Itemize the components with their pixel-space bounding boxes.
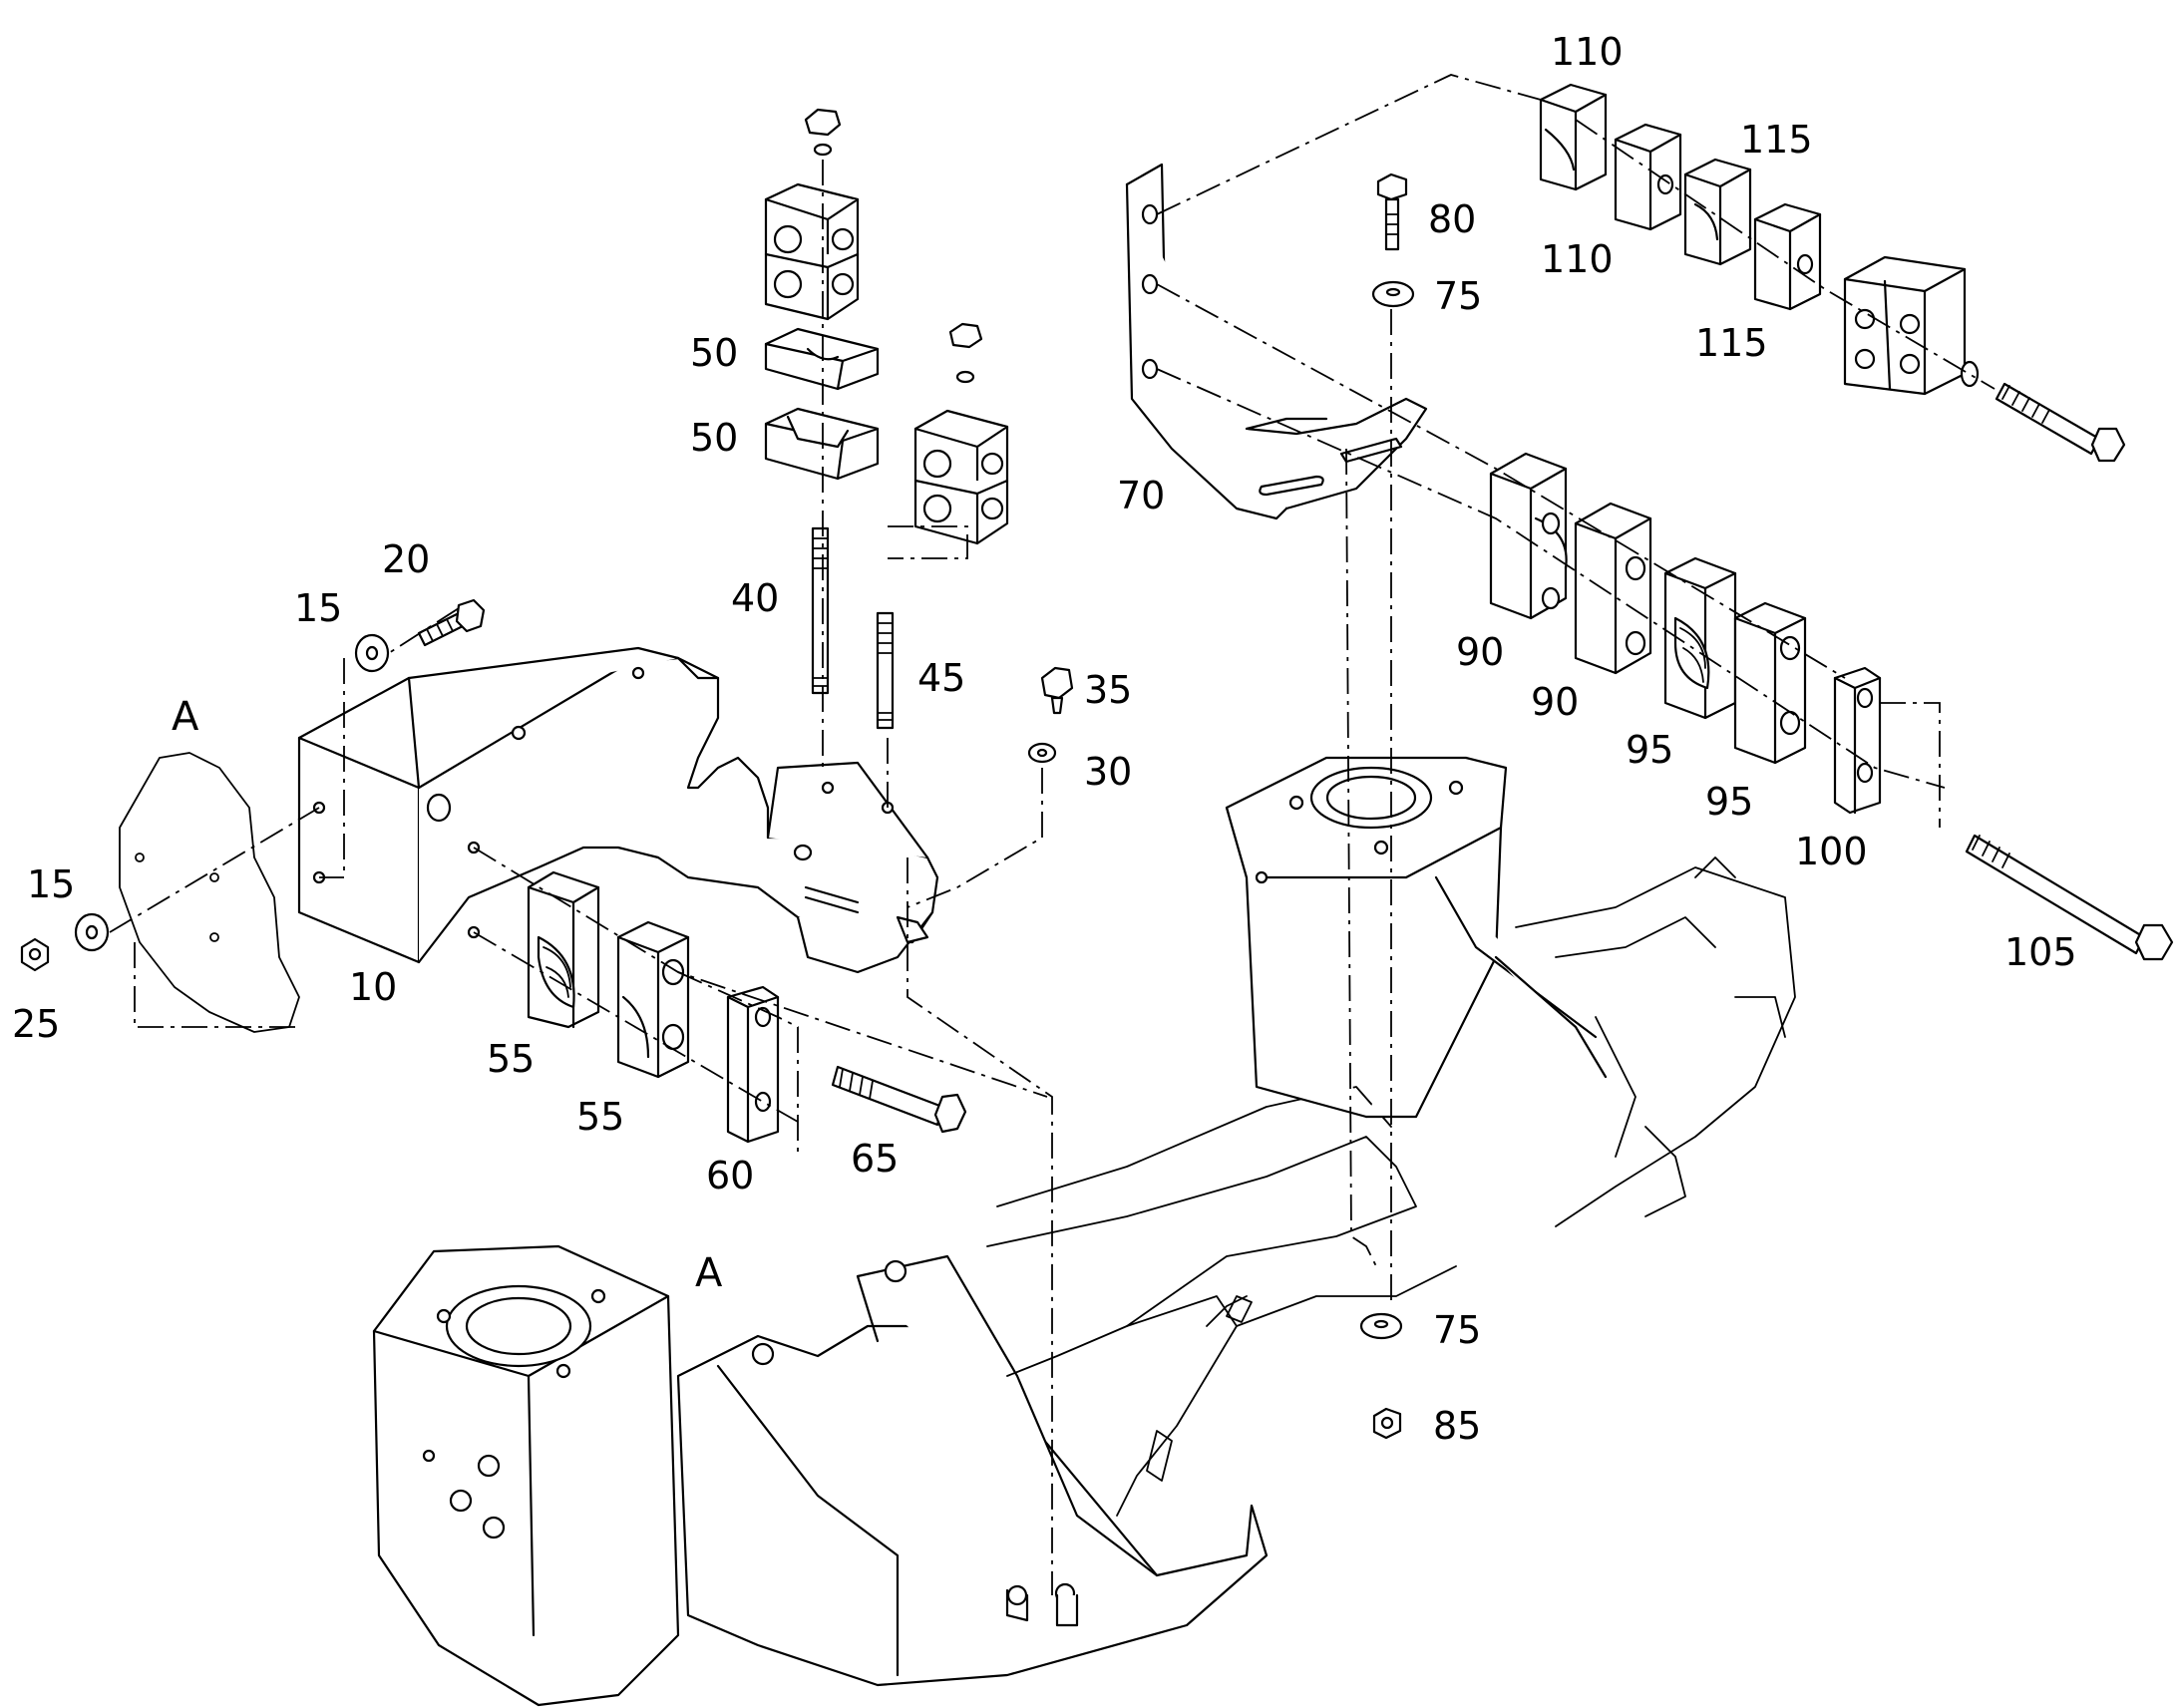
- clamp-assembly-90: [1489, 452, 2174, 961]
- label-part-30: 30: [1084, 750, 1132, 794]
- label-part-80: 80: [1428, 197, 1476, 241]
- label-part-95-a: 95: [1626, 728, 1673, 772]
- label-part-15-bottom: 15: [27, 862, 75, 906]
- label-part-55-b: 55: [576, 1095, 624, 1139]
- label-part-50-bottom: 50: [690, 416, 738, 460]
- label-part-20: 20: [382, 537, 430, 581]
- label-part-115-top: 115: [1740, 118, 1813, 162]
- label-part-10: 10: [349, 965, 397, 1009]
- chassis-frame: [372, 756, 1796, 1707]
- label-part-15-top: 15: [294, 586, 342, 630]
- label-part-50-top: 50: [690, 331, 738, 375]
- label-part-70: 70: [1117, 474, 1165, 517]
- label-part-45: 45: [917, 656, 965, 700]
- label-part-25: 25: [12, 1002, 60, 1046]
- label-part-115-mid: 115: [1695, 321, 1768, 365]
- label-part-110-top: 110: [1551, 30, 1624, 74]
- label-part-75-top: 75: [1434, 274, 1482, 318]
- label-a-detail: A: [172, 694, 199, 740]
- clamp-assembly-110: [1539, 83, 2126, 463]
- label-part-35: 35: [1084, 668, 1132, 712]
- clamp-stack-50: [764, 108, 880, 695]
- detail-a-panel: [119, 752, 300, 1033]
- label-part-105: 105: [2004, 930, 2077, 974]
- label-part-40: 40: [731, 576, 779, 620]
- label-part-60: 60: [706, 1154, 754, 1197]
- label-part-100: 100: [1795, 830, 1868, 873]
- label-part-90-b: 90: [1531, 680, 1579, 724]
- clamp-assembly-55: [527, 870, 967, 1144]
- label-part-90-a: 90: [1456, 630, 1504, 674]
- label-part-110-mid: 110: [1541, 237, 1614, 281]
- clamp-stack-45: [876, 322, 1009, 730]
- label-part-85: 85: [1433, 1404, 1481, 1448]
- bracket-part-10: [297, 646, 939, 974]
- label-part-75-bottom: 75: [1433, 1308, 1481, 1352]
- hardware: [20, 172, 1415, 1440]
- label-part-55-a: 55: [487, 1037, 535, 1081]
- label-part-95-b: 95: [1705, 780, 1753, 824]
- leader-lines: [109, 74, 1996, 1595]
- label-part-65: 65: [851, 1137, 899, 1181]
- bracket-part-70: [1125, 163, 1428, 520]
- label-a-frame: A: [695, 1250, 723, 1296]
- callout-labels: A A 10 15 15 20 25 30 35 40 45 50 50 55 …: [12, 30, 2077, 1448]
